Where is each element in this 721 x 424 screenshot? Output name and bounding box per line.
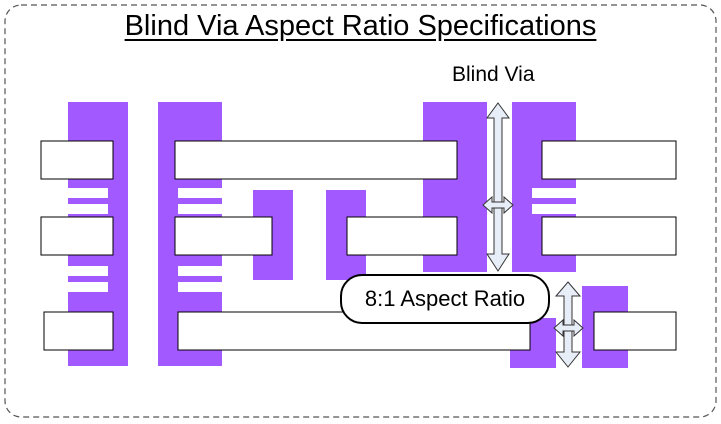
- blind-via-right-gaps: [532, 188, 576, 214]
- via-column-1-gaps: [68, 188, 108, 292]
- double-headed-vertical-arrow-icon: [486, 102, 510, 272]
- aspect-ratio-callout: 8:1 Aspect Ratio: [340, 274, 550, 324]
- blind-via-label: Blind Via: [452, 63, 535, 86]
- pad-row1-right: [541, 140, 677, 180]
- trace-row1-long: [174, 140, 458, 180]
- pad-row3-right: [593, 311, 677, 351]
- double-headed-horizontal-arrow-icon: [482, 195, 514, 215]
- aspect-ratio-callout-text: 8:1 Aspect Ratio: [364, 286, 526, 311]
- dashed-border: [4, 4, 717, 418]
- pad-row2-left: [40, 216, 114, 256]
- double-headed-horizontal-arrow-icon-small: [553, 318, 584, 338]
- pad-row2-center: [346, 216, 458, 256]
- pad-row1-left: [40, 140, 114, 180]
- diagram-title: Blind Via Aspect Ratio Specifications: [124, 10, 597, 42]
- pad-row2-right: [541, 216, 677, 256]
- via-column-2-gaps: [178, 188, 222, 292]
- pad-row2-mid: [174, 216, 273, 256]
- pad-row3-left: [43, 311, 114, 351]
